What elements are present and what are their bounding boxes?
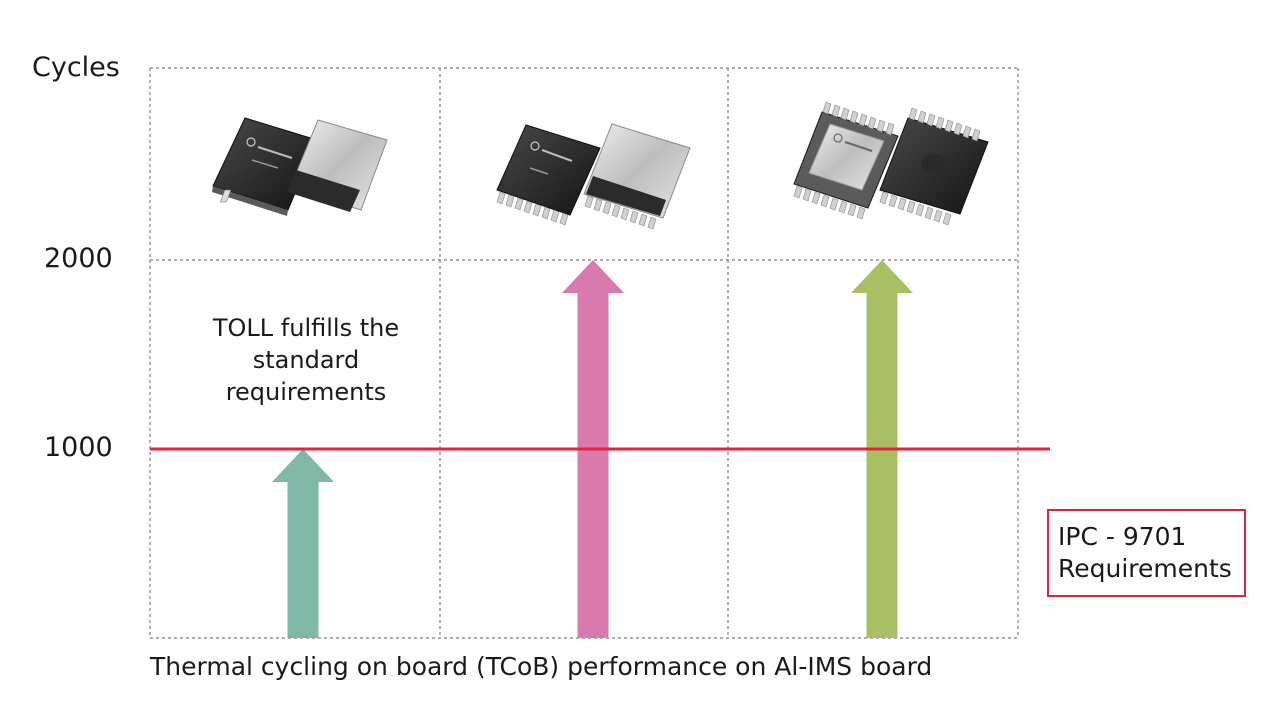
package-lead	[820, 194, 830, 208]
annotation-line: TOLL fulfills the	[212, 314, 400, 342]
package-lead	[629, 210, 639, 224]
package-lead	[620, 207, 630, 221]
package-lead	[888, 194, 898, 208]
package-lead	[962, 125, 972, 139]
package-lead	[523, 200, 533, 214]
package-lead	[550, 209, 560, 223]
annotation-line: standard	[252, 346, 360, 374]
package-lead	[879, 191, 889, 205]
package-lead	[822, 101, 832, 115]
package-lead	[593, 198, 603, 212]
chart-annotation: TOLL fulfills the standard requirements	[186, 312, 426, 408]
package-lead	[867, 116, 877, 130]
package-lead	[876, 119, 886, 133]
package-lead	[638, 213, 648, 227]
infineon-tolt-package-icon	[793, 101, 989, 226]
package-lead	[532, 203, 542, 217]
bar-arrow-1	[272, 449, 334, 638]
legend-line: Requirements	[1058, 554, 1232, 583]
infineon-to-leadless-package-icon	[212, 117, 388, 216]
package-lead	[926, 113, 936, 127]
package-lead	[831, 104, 841, 118]
package-lead	[647, 216, 657, 230]
package-lead	[838, 200, 848, 214]
package-lead	[802, 188, 812, 202]
package-lead	[840, 107, 850, 121]
package-lead	[856, 206, 866, 220]
package-lead	[917, 110, 927, 124]
package-lead	[935, 116, 945, 130]
package-lead	[559, 212, 569, 226]
package-lead	[908, 107, 918, 121]
package-lead	[953, 122, 963, 136]
infineon-toll-package-icon	[496, 123, 691, 230]
package-lead	[885, 122, 895, 136]
package-lead	[915, 203, 925, 217]
package-lead	[924, 206, 934, 220]
package-lead	[944, 119, 954, 133]
package-lead	[602, 201, 612, 215]
y-tick-label: 1000	[44, 432, 113, 463]
legend-box: IPC - 9701 Requirements	[1047, 509, 1246, 597]
package-lead	[541, 206, 551, 220]
y-tick-label: 2000	[44, 243, 113, 274]
package-lead	[829, 197, 839, 211]
package-lead	[858, 113, 868, 127]
package-lead	[496, 191, 506, 205]
package-lead	[514, 197, 524, 211]
annotation-line: requirements	[225, 378, 387, 406]
package-lead	[971, 128, 981, 142]
package-lead	[584, 195, 594, 209]
package-lead	[906, 200, 916, 214]
package-lead	[942, 212, 952, 226]
package-lead	[793, 185, 803, 199]
legend-line: IPC - 9701	[1058, 522, 1187, 551]
package-lead	[933, 209, 943, 223]
package-lead	[611, 204, 621, 218]
x-axis-label: Thermal cycling on board (TCoB) performa…	[150, 652, 933, 681]
package-lead	[849, 110, 859, 124]
package-lead	[811, 191, 821, 205]
package-lead	[847, 203, 857, 217]
package-lead	[505, 194, 515, 208]
y-axis-label: Cycles	[32, 52, 120, 83]
package-lead	[897, 197, 907, 211]
